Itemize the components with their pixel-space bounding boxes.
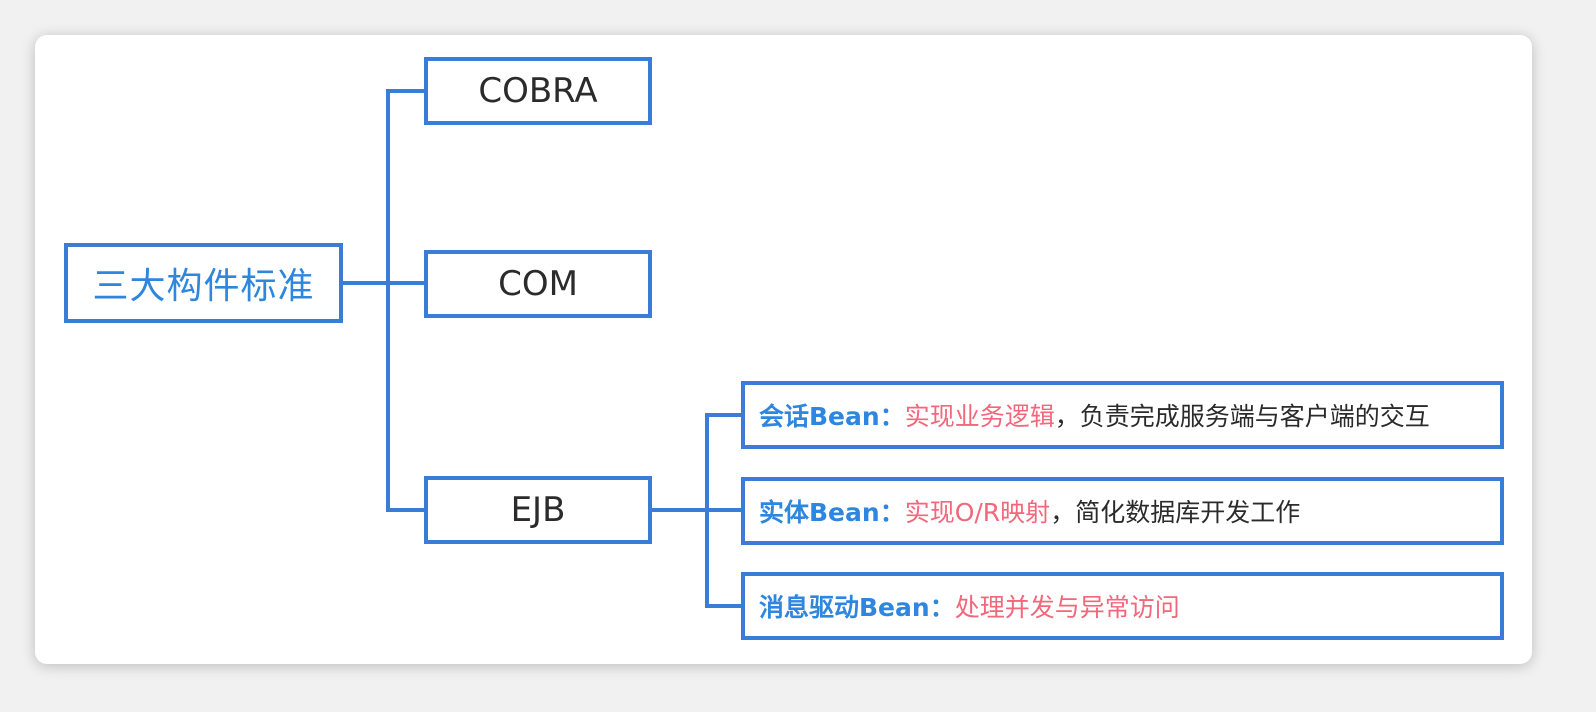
ejb-type-separator: ： (879, 498, 905, 527)
ejb-type-entity-bean: 实体Bean：实现O/R映射，简化数据库开发工作 (741, 477, 1504, 545)
ejb-type-message-driven-bean: 消息驱动Bean：处理并发与异常访问 (741, 572, 1504, 640)
root-node: 三大构件标准 (64, 243, 343, 323)
diagram-card (35, 35, 1532, 664)
ejb-type-separator: ： (879, 402, 905, 431)
ejb-type-highlight: 处理并发与异常访问 (954, 593, 1180, 622)
ejb-type-description: ，简化数据库开发工作 (1050, 498, 1301, 527)
standard-label: COM (498, 264, 578, 304)
root-label: 三大构件标准 (92, 266, 315, 307)
connector-root-to-standards (341, 89, 426, 512)
standard-node-cobra: COBRA (424, 57, 652, 125)
standard-node-com: COM (424, 250, 652, 318)
ejb-type-highlight: 实现业务逻辑 (904, 402, 1055, 431)
ejb-type-name: 消息驱动Bean (759, 593, 930, 622)
ejb-type-name: 会话Bean (759, 402, 880, 431)
ejb-type-separator: ： (929, 593, 955, 622)
ejb-type-description: ，负责完成服务端与客户端的交互 (1054, 402, 1430, 431)
ejb-type-name: 实体Bean (759, 498, 880, 527)
standard-label: EJB (510, 490, 566, 530)
standard-node-ejb: EJB (424, 476, 652, 544)
standard-label: COBRA (478, 71, 598, 111)
ejb-type-highlight: 实现O/R映射 (904, 498, 1051, 527)
connector-ejb-to-types (650, 413, 744, 608)
ejb-type-session-bean: 会话Bean：实现业务逻辑，负责完成服务端与客户端的交互 (741, 381, 1504, 449)
